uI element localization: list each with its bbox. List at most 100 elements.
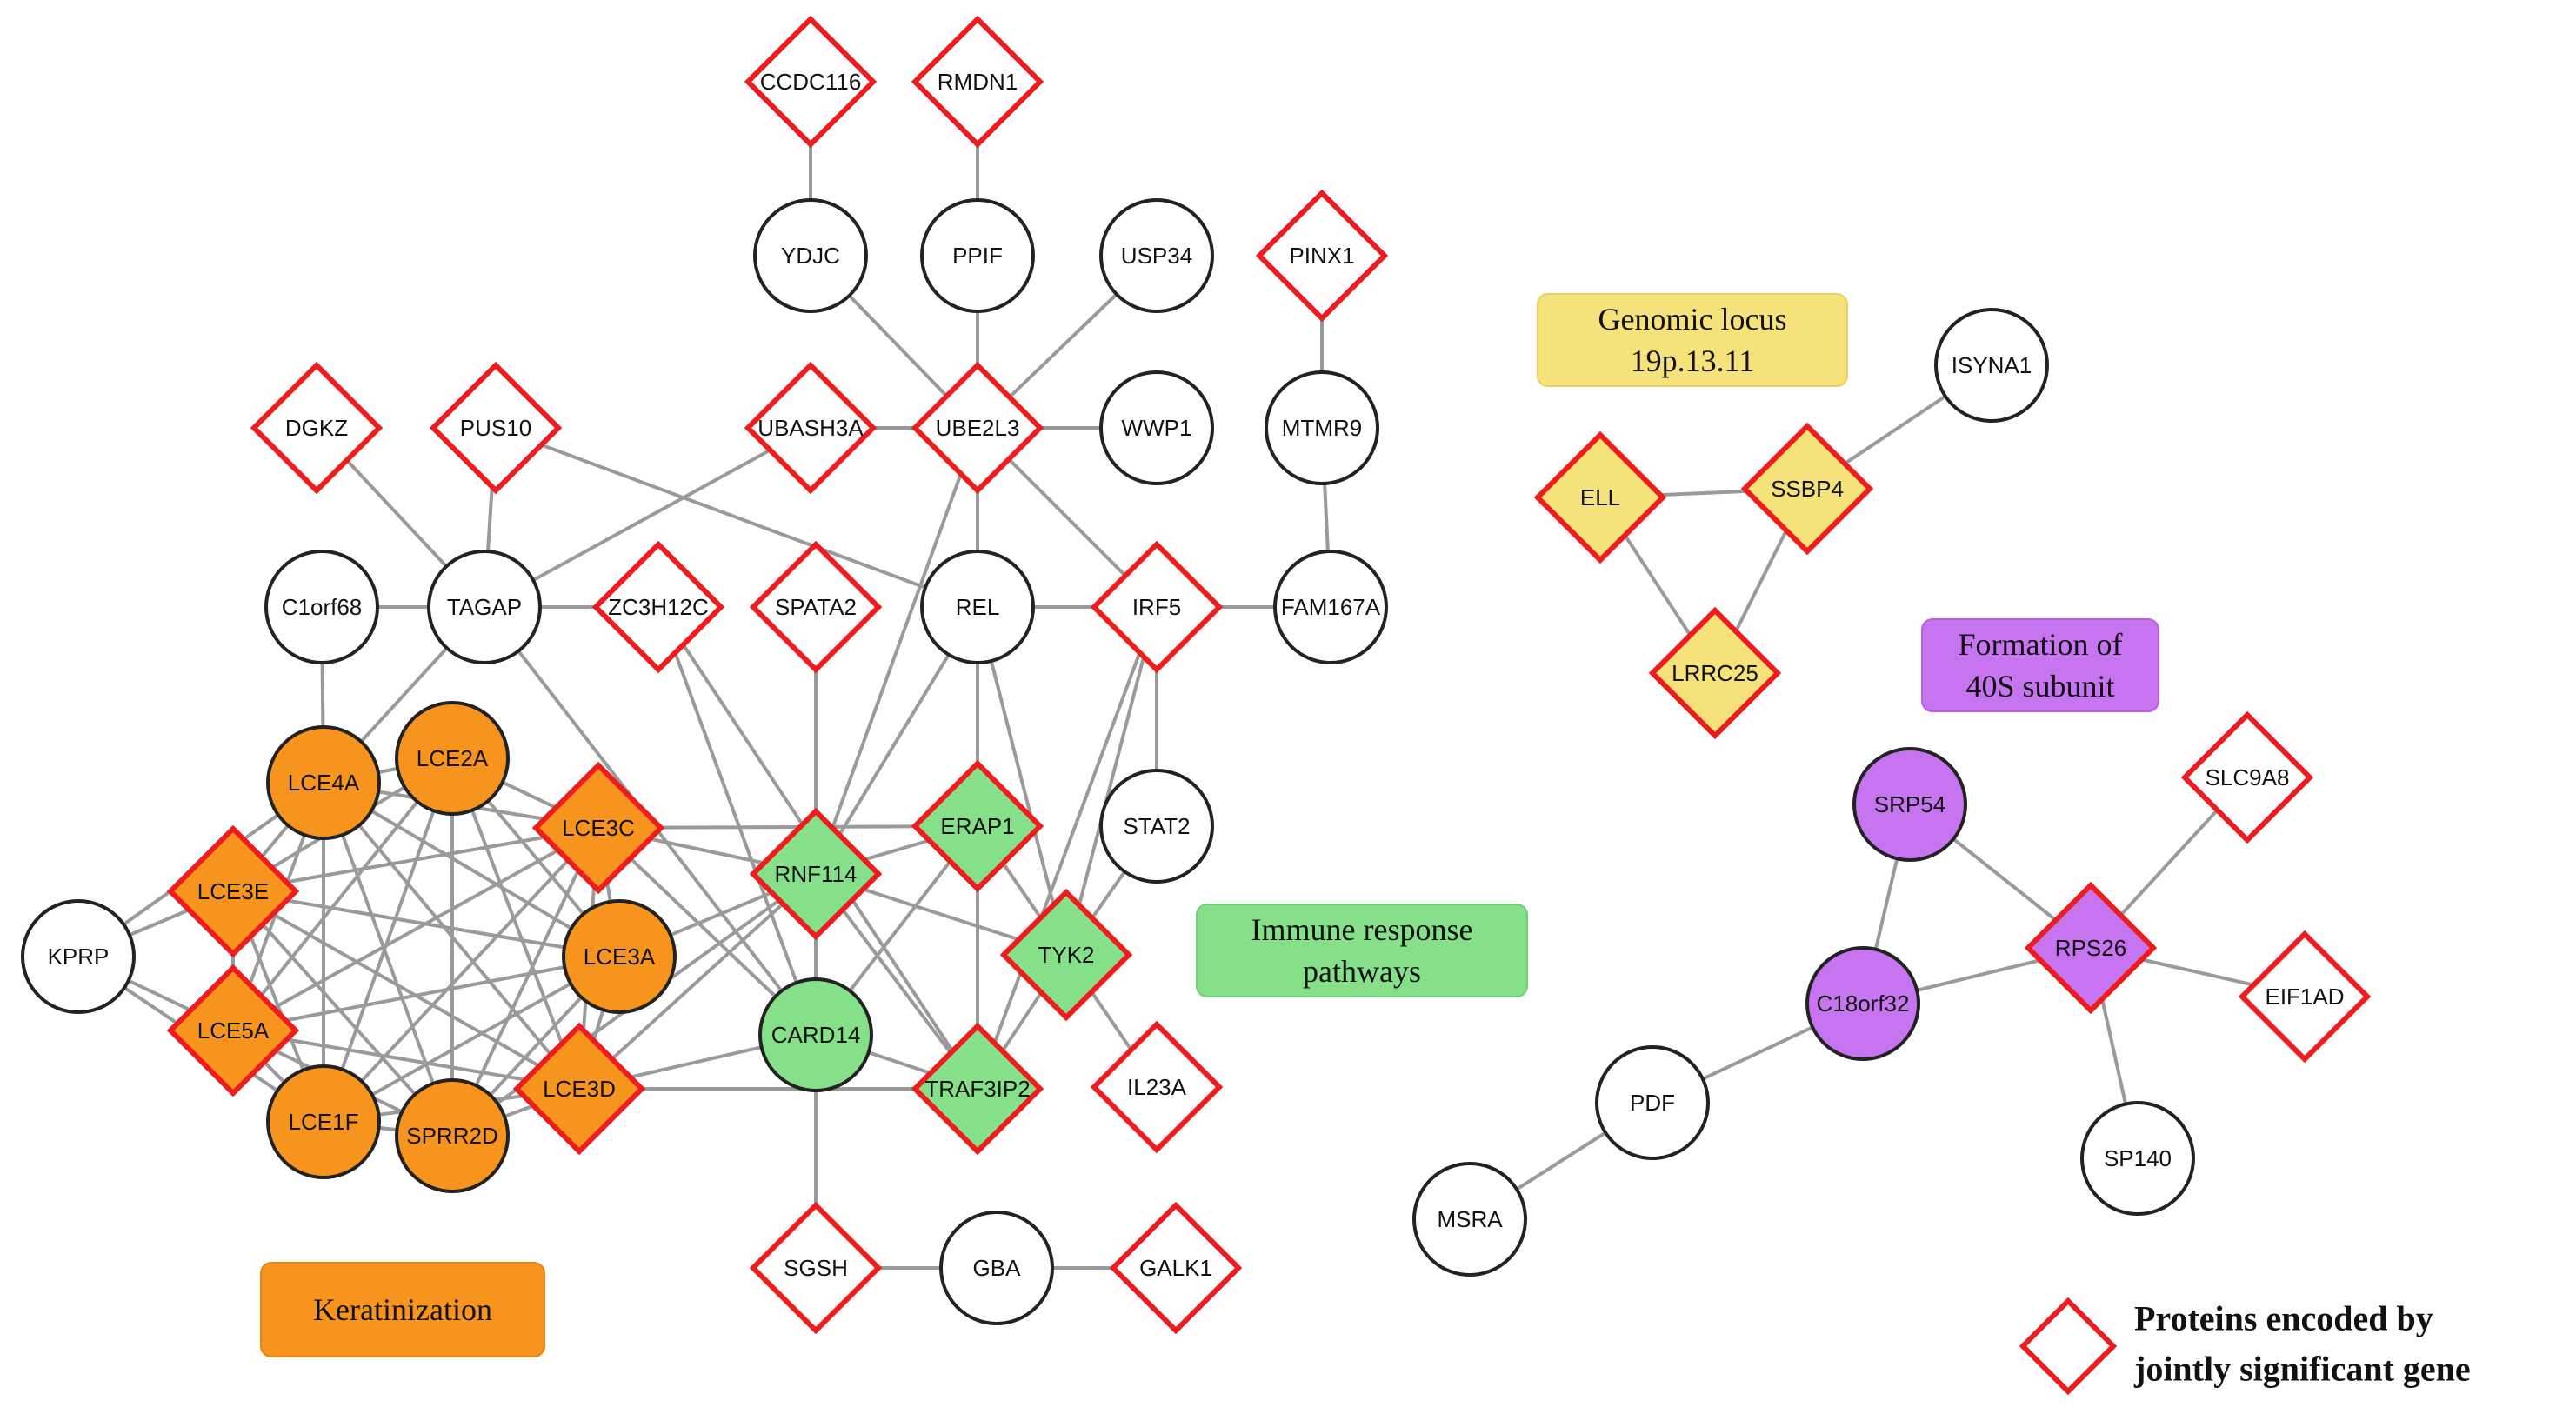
node-traf3ip2-diamond xyxy=(911,1022,1044,1156)
node-galk1-diamond xyxy=(1109,1201,1243,1335)
edge-lce3a-lce5a xyxy=(232,955,620,1032)
node-wwp1[interactable]: WWP1 xyxy=(1099,370,1214,485)
node-lce2a-label: LCE2A xyxy=(417,745,489,771)
node-tagap[interactable]: TAGAP xyxy=(427,550,542,664)
node-spata2[interactable]: SPATA2 xyxy=(749,540,883,674)
node-stat2-circle xyxy=(1099,769,1214,884)
node-stat2-label: STAT2 xyxy=(1123,813,1190,839)
node-ell[interactable]: ELL xyxy=(1533,430,1667,564)
node-ppif-label: PPIF xyxy=(952,243,1003,269)
node-fam167a-label: FAM167A xyxy=(1281,594,1381,620)
formation-40s-label-line2: 40S subunit xyxy=(1965,669,2114,704)
edge-lce3e-lce3d xyxy=(232,890,580,1091)
node-card14[interactable]: CARD14 xyxy=(758,977,873,1092)
node-pdf[interactable]: PDF xyxy=(1595,1045,1710,1160)
node-ccdc116-diamond xyxy=(744,15,878,149)
node-lrrc25[interactable]: LRRC25 xyxy=(1648,606,1782,740)
node-ube2l3[interactable]: UBE2L3 xyxy=(911,361,1044,495)
node-sprr2d-label: SPRR2D xyxy=(406,1123,497,1149)
node-srp54[interactable]: SRP54 xyxy=(1852,747,1967,862)
node-zc3h12c-diamond xyxy=(591,540,725,674)
node-gba[interactable]: GBA xyxy=(939,1211,1054,1325)
edge-zc3h12c-card14 xyxy=(657,606,818,1036)
node-lce3c[interactable]: LCE3C xyxy=(531,761,665,895)
node-ydjc[interactable]: YDJC xyxy=(753,198,868,313)
node-sp140-circle xyxy=(2080,1101,2195,1216)
node-eif1ad[interactable]: EIF1AD xyxy=(2238,930,2372,1064)
legend: Proteins encoded by jointly significant … xyxy=(2019,1297,2471,1396)
node-kprp-label: KPRP xyxy=(48,944,110,970)
node-eif1ad-diamond xyxy=(2238,930,2372,1064)
node-mtmr9[interactable]: MTMR9 xyxy=(1265,370,1379,485)
node-usp34[interactable]: USP34 xyxy=(1099,198,1214,313)
node-c1orf68-circle xyxy=(264,550,379,664)
node-ubash3a[interactable]: UBASH3A xyxy=(744,361,878,495)
genomic-locus-label-line1: Genomic locus xyxy=(1598,302,1787,337)
node-wwp1-circle xyxy=(1099,370,1214,485)
node-mtmr9-circle xyxy=(1265,370,1379,485)
node-sprr2d[interactable]: SPRR2D xyxy=(395,1078,510,1193)
node-lce2a[interactable]: LCE2A xyxy=(395,701,510,816)
node-lce3e[interactable]: LCE3E xyxy=(166,824,300,958)
node-lce1f[interactable]: LCE1F xyxy=(266,1064,381,1179)
edge-lce3c-lce5a xyxy=(232,826,599,1032)
node-il23a[interactable]: IL23A xyxy=(1090,1020,1224,1154)
node-lce3a-label: LCE3A xyxy=(584,944,656,970)
node-irf5[interactable]: IRF5 xyxy=(1090,540,1224,674)
node-lce4a[interactable]: LCE4A xyxy=(266,725,381,840)
node-pus10-label: PUS10 xyxy=(460,415,531,441)
node-pdf-label: PDF xyxy=(1630,1090,1675,1116)
node-ube2l3-diamond xyxy=(911,361,1044,495)
node-zc3h12c[interactable]: ZC3H12C xyxy=(591,540,725,674)
legend-diamond-icon xyxy=(2019,1297,2118,1396)
node-fam167a-circle xyxy=(1273,550,1388,664)
node-spata2-label: SPATA2 xyxy=(775,594,857,620)
node-srp54-label: SRP54 xyxy=(1874,791,1945,817)
node-kprp-circle xyxy=(21,899,136,1014)
node-c18orf32[interactable]: C18orf32 xyxy=(1805,946,1920,1061)
node-kprp[interactable]: KPRP xyxy=(21,899,136,1014)
formation-40s-label-line1: Formation of xyxy=(1959,627,2123,662)
node-rps26[interactable]: RPS26 xyxy=(2024,881,2158,1015)
node-lce3d[interactable]: LCE3D xyxy=(512,1022,646,1156)
node-tagap-circle xyxy=(427,550,542,664)
immune-response-label: Immune response pathways xyxy=(1196,904,1528,997)
node-traf3ip2[interactable]: TRAF3IP2 xyxy=(911,1022,1044,1156)
node-pus10[interactable]: PUS10 xyxy=(429,361,563,495)
node-msra[interactable]: MSRA xyxy=(1412,1162,1527,1277)
node-sp140[interactable]: SP140 xyxy=(2080,1101,2195,1216)
node-lce3a[interactable]: LCE3A xyxy=(562,899,677,1014)
node-pdf-circle xyxy=(1595,1045,1710,1160)
node-rnf114-diamond xyxy=(749,807,883,941)
node-lce3c-label: LCE3C xyxy=(562,815,635,841)
node-fam167a[interactable]: FAM167A xyxy=(1273,550,1388,664)
node-lce3d-label: LCE3D xyxy=(543,1076,616,1102)
node-ccdc116[interactable]: CCDC116 xyxy=(744,15,878,149)
node-ppif[interactable]: PPIF xyxy=(920,198,1035,313)
node-galk1[interactable]: GALK1 xyxy=(1109,1201,1243,1335)
node-slc9a8[interactable]: SLC9A8 xyxy=(2180,710,2314,844)
node-ydjc-label: YDJC xyxy=(781,243,840,269)
node-lce5a[interactable]: LCE5A xyxy=(166,964,300,1097)
node-usp34-label: USP34 xyxy=(1121,243,1192,269)
node-lce3a-circle xyxy=(562,899,677,1014)
node-c1orf68[interactable]: C1orf68 xyxy=(264,550,379,664)
node-dgkz[interactable]: DGKZ xyxy=(250,361,384,495)
node-sprr2d-circle xyxy=(395,1078,510,1193)
node-slc9a8-diamond xyxy=(2180,710,2314,844)
node-rel[interactable]: REL xyxy=(920,550,1035,664)
node-ssbp4-diamond xyxy=(1740,422,1874,556)
node-isyna1[interactable]: ISYNA1 xyxy=(1934,308,2049,423)
node-rnf114[interactable]: RNF114 xyxy=(749,807,883,941)
node-sgsh[interactable]: SGSH xyxy=(749,1201,883,1335)
node-pinx1-diamond xyxy=(1255,189,1389,323)
node-dgkz-label: DGKZ xyxy=(285,415,348,441)
node-rmdn1[interactable]: RMDN1 xyxy=(911,15,1044,149)
node-tyk2[interactable]: TYK2 xyxy=(999,888,1133,1022)
node-erap1[interactable]: ERAP1 xyxy=(911,759,1044,893)
node-pinx1[interactable]: PINX1 xyxy=(1255,189,1389,323)
node-stat2[interactable]: STAT2 xyxy=(1099,769,1214,884)
node-ssbp4[interactable]: SSBP4 xyxy=(1740,422,1874,556)
edge-pus10-rel xyxy=(495,426,978,609)
